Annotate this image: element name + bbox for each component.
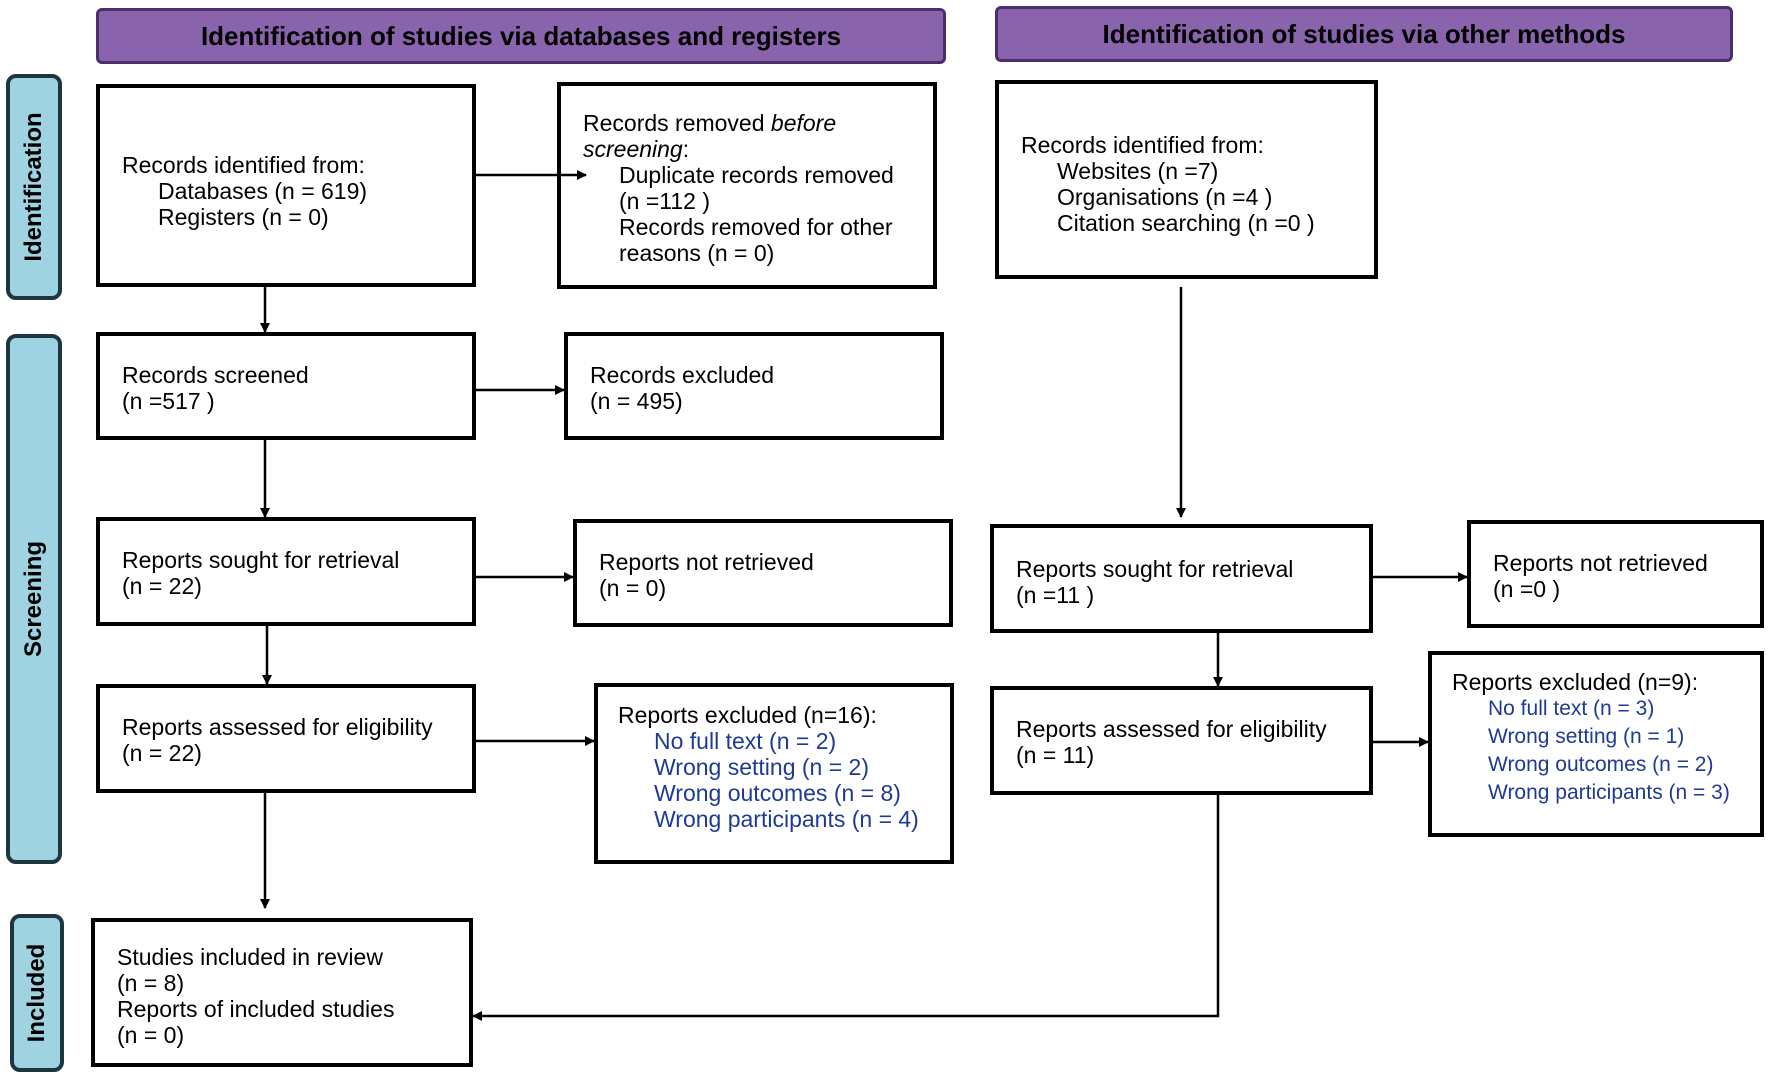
phase-screening: Screening [6,334,62,864]
records-excluded-title: Records excluded [590,362,775,388]
databases-count: Databases (n = 619) [158,178,368,204]
reports-sought-count: (n = 22) [122,573,202,599]
reports-excluded-title: Reports excluded (n=16): [618,702,877,728]
reports-sought-box: Reports sought for retrieval (n = 22) [96,517,476,626]
records-screened-box: Records screened (n =517 ) [96,332,476,440]
arrow-other-assessed-to-included [472,795,1220,1021]
left-column-header: Identification of studies via databases … [96,8,946,64]
records-excluded-count: (n = 495) [590,388,683,414]
exclusion-reason: Wrong outcomes (n = 2) [1488,753,1714,776]
right-column-header: Identification of studies via other meth… [995,6,1733,62]
other-records-identified-title: Records identified from: [1021,132,1264,158]
left-column-header-label: Identification of studies via databases … [200,20,842,51]
studies-included-title: Studies included in review [117,944,383,970]
other-reports-sought-box: Reports sought for retrieval (n =11 ) [990,524,1373,633]
studies-included-count: (n = 8) [117,970,185,996]
records-identified-title: Records identified from: [122,152,365,178]
websites-count: Websites (n =7) [1057,158,1219,184]
reports-included-title: Reports of included studies [117,996,395,1022]
exclusion-reason: No full text (n = 2) [654,728,837,754]
records-removed-title: Records removed before [583,110,837,136]
other-reports-assessed-box: Reports assessed for eligibility (n = 11… [990,686,1373,795]
reports-sought-title: Reports sought for retrieval [122,547,400,573]
other-reports-assessed-count: (n = 11) [1016,742,1095,768]
exclusion-reason: Wrong setting (n = 1) [1488,725,1685,748]
duplicate-records: Duplicate records removed [619,162,894,188]
phase-identification: Identification [6,74,62,300]
exclusion-reason: Wrong outcomes (n = 8) [654,780,901,806]
exclusion-reason: No full text (n = 3) [1488,697,1655,720]
right-column-header-label: Identification of studies via other meth… [1102,18,1626,49]
records-screened-title: Records screened [122,362,309,388]
other-removed-count: reasons (n = 0) [619,240,775,266]
other-removed: Records removed for other [619,214,893,240]
reports-included-count: (n = 0) [117,1022,185,1048]
exclusion-reason: Wrong participants (n = 4) [654,806,919,832]
reports-not-retrieved-box: Reports not retrieved (n = 0) [573,519,953,627]
records-screened-count: (n =517 ) [122,388,215,414]
organisations-count: Organisations (n =4 ) [1057,184,1273,210]
other-records-identified-box: Records identified from: Websites (n =7)… [995,80,1378,279]
studies-included-box: Studies included in review (n = 8) Repor… [91,918,473,1067]
phase-included: Included [10,914,64,1072]
registers-count: Registers (n = 0) [158,204,329,230]
exclusion-reason: Wrong setting (n = 2) [654,754,869,780]
other-reports-not-retrieved-count: (n =0 ) [1493,576,1561,602]
other-reports-sought-title: Reports sought for retrieval [1016,556,1294,582]
reports-not-retrieved-title: Reports not retrieved [599,549,814,575]
records-identified-box: Records identified from: Databases (n = … [96,84,476,287]
records-removed-box: Records removed before screening: Duplic… [557,82,937,289]
exclusion-reason: Wrong participants (n = 3) [1488,781,1730,804]
other-reports-excluded-title: Reports excluded (n=9): [1452,669,1699,695]
other-reports-sought-count: (n =11 ) [1016,582,1095,608]
duplicate-records-count: (n =112 ) [619,188,710,214]
reports-not-retrieved-count: (n = 0) [599,575,667,601]
other-reports-not-retrieved-box: Reports not retrieved (n =0 ) [1467,520,1764,628]
other-reports-assessed-title: Reports assessed for eligibility [1016,716,1327,742]
records-excluded-box: Records excluded (n = 495) [564,332,944,440]
citation-searching-count: Citation searching (n =0 ) [1057,210,1315,236]
other-reports-not-retrieved-title: Reports not retrieved [1493,550,1708,576]
reports-assessed-count: (n = 22) [122,740,202,766]
reports-assessed-title: Reports assessed for eligibility [122,714,433,740]
other-reports-excluded-box: Reports excluded (n=9): No full text (n … [1428,651,1764,837]
reports-excluded-box: Reports excluded (n=16): No full text (n… [594,683,954,864]
reports-assessed-box: Reports assessed for eligibility (n = 22… [96,684,476,793]
